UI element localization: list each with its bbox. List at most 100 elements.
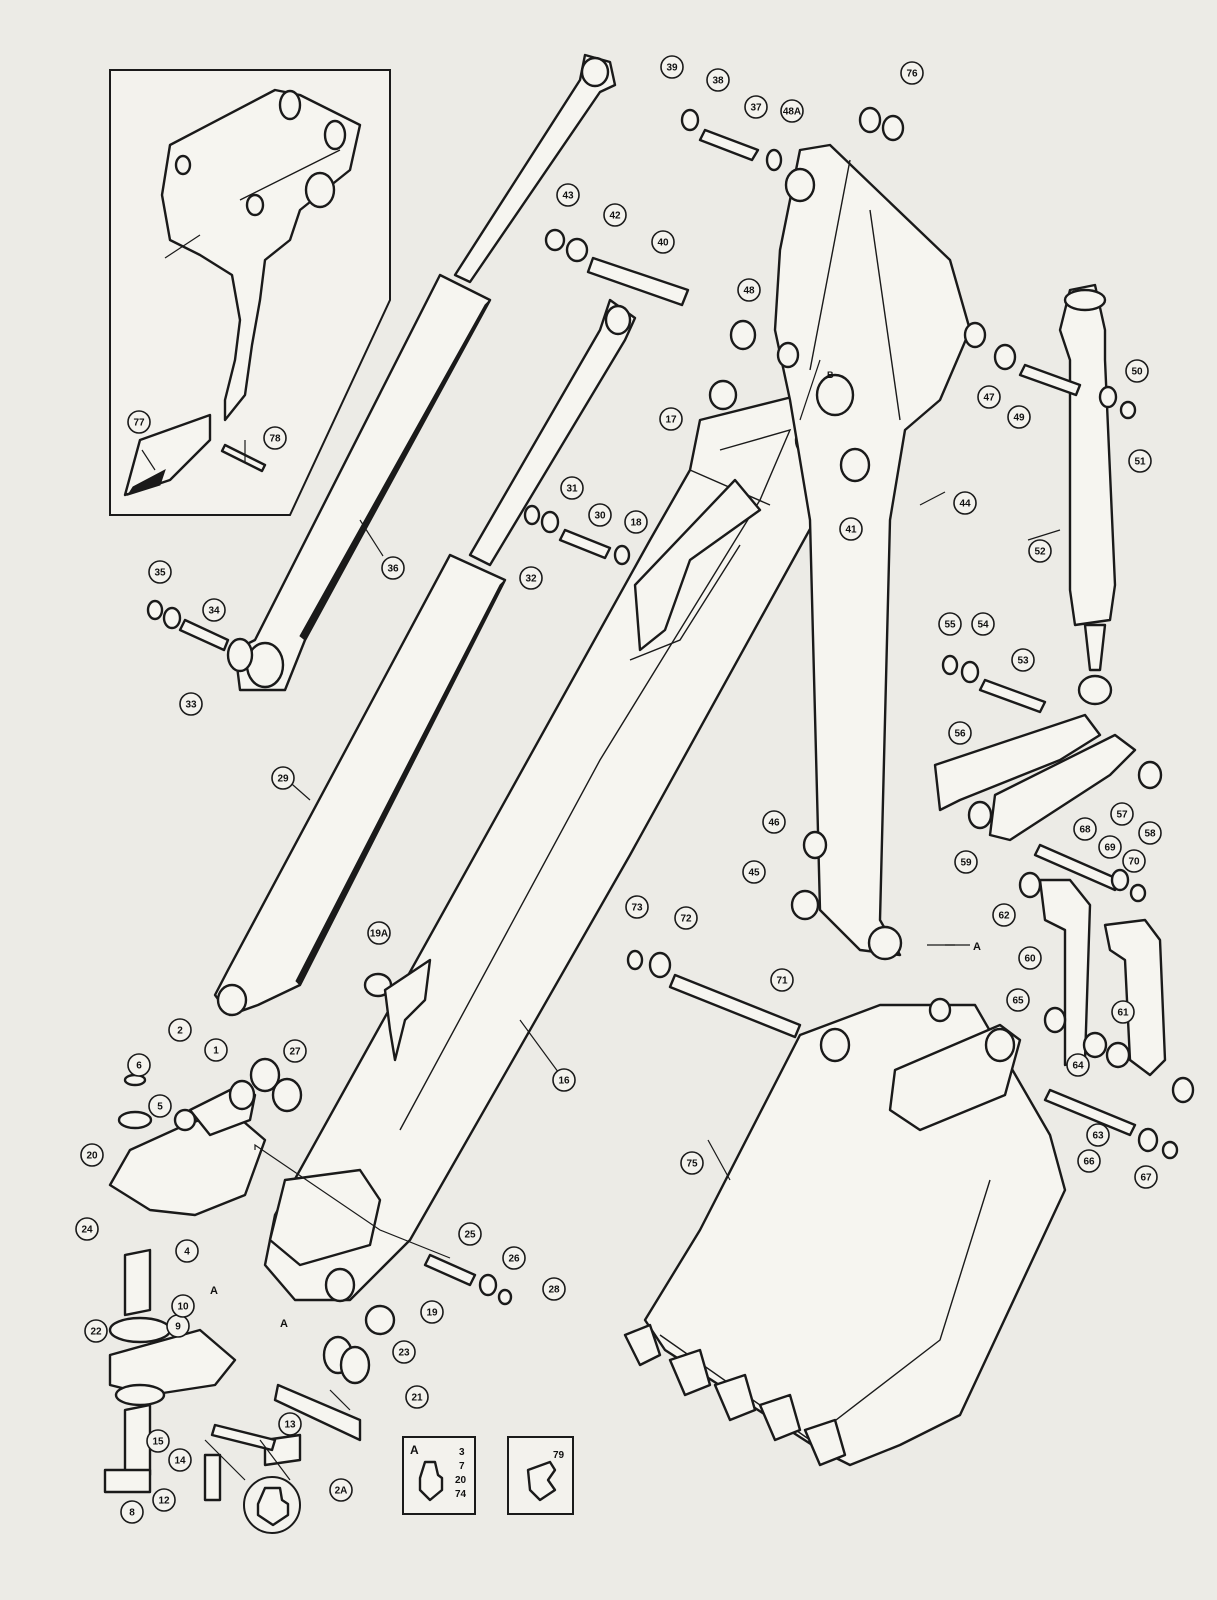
callout-31: 31 (560, 476, 584, 500)
callout-30: 30 (588, 503, 612, 527)
callout-27: 27 (283, 1039, 307, 1063)
callout-label: 51 (1134, 457, 1146, 468)
callout-label: 1 (213, 1046, 219, 1057)
callout-16: 16 (552, 1068, 576, 1092)
callout-label: 68 (1079, 825, 1091, 836)
callout-circle (1006, 988, 1030, 1012)
callout-label: 38 (712, 76, 724, 87)
callout-label: 5 (157, 1102, 163, 1113)
callout-circle (171, 1294, 195, 1318)
tooth-assembly-inset (109, 69, 391, 516)
callout-label: 37 (750, 103, 762, 114)
callout-2: 2 (168, 1018, 192, 1042)
callout-circle (552, 1068, 576, 1092)
callout-label: 2 (177, 1026, 183, 1037)
callout-circle (392, 1340, 416, 1364)
callout-63: 63 (1086, 1123, 1110, 1147)
callout-label: 77 (133, 418, 145, 429)
callout-circle (381, 556, 405, 580)
callout-1: 1 (204, 1038, 228, 1062)
callout-52: 52 (1028, 539, 1052, 563)
callout-label: 45 (748, 868, 760, 879)
callout-label: 23 (398, 1348, 410, 1359)
bucket-ram (1058, 283, 1117, 706)
marker-a-kingpost: A (210, 1285, 218, 1297)
callout-circle (367, 921, 391, 945)
callout-circle (938, 612, 962, 636)
callout-label: 67 (1140, 1173, 1152, 1184)
callout-label: 49 (1013, 413, 1025, 424)
callout-circle (1073, 817, 1097, 841)
legend-a-num-1: 3 (459, 1447, 465, 1458)
bucket-links (933, 713, 1167, 1077)
callout-circle (977, 385, 1001, 409)
callout-circle (1125, 359, 1149, 383)
callout-label: 15 (152, 1437, 164, 1448)
callout-label: 75 (686, 1159, 698, 1170)
callout-label: 9 (175, 1322, 181, 1333)
callout-62: 62 (992, 903, 1016, 927)
callout-29: 29 (271, 766, 295, 790)
callout-label: 29 (277, 774, 289, 785)
callout-circle (1018, 946, 1042, 970)
callout-label: 61 (1117, 1008, 1129, 1019)
callout-circle (202, 598, 226, 622)
callout-65: 65 (1006, 988, 1030, 1012)
callout-47: 47 (977, 385, 1001, 409)
callout-circle (148, 560, 172, 584)
callout-33: 33 (179, 692, 203, 716)
callout-label: 34 (208, 606, 220, 617)
callout-circle (839, 517, 863, 541)
callout-label: 59 (960, 858, 972, 869)
callout-2a: 2A (329, 1478, 353, 1502)
callout-label: 70 (1128, 857, 1140, 868)
callout-73: 73 (625, 895, 649, 919)
callout-21: 21 (405, 1385, 429, 1409)
callout-label: 48A (783, 107, 801, 118)
legend-a-num-4: 74 (455, 1489, 467, 1500)
callout-label: 72 (680, 914, 692, 925)
callout-57: 57 (1110, 802, 1134, 826)
callout-circle (179, 692, 203, 716)
callout-circle (674, 906, 698, 930)
callout-circle (168, 1448, 192, 1472)
callout-64: 64 (1066, 1053, 1090, 1077)
callout-circle (770, 968, 794, 992)
callout-55: 55 (938, 612, 962, 636)
callout-circle (992, 903, 1016, 927)
callout-circle (75, 1217, 99, 1241)
callout-label: 33 (185, 700, 197, 711)
callout-label: 40 (657, 238, 669, 249)
callout-label: 8 (129, 1508, 135, 1519)
callout-label: 22 (90, 1327, 102, 1338)
callout-label: 39 (666, 63, 678, 74)
callout-circle (120, 1500, 144, 1524)
callout-label: 16 (558, 1076, 570, 1087)
callout-label: 20 (86, 1151, 98, 1162)
callout-67: 67 (1134, 1165, 1158, 1189)
marker-a-arm: A (280, 1318, 288, 1330)
callout-label: 12 (158, 1496, 170, 1507)
callout-label: 36 (387, 564, 399, 575)
callout-53: 53 (1011, 648, 1035, 672)
callout-35: 35 (148, 560, 172, 584)
callout-circle (780, 99, 804, 123)
callout-19a: 19A (367, 921, 391, 945)
callout-42: 42 (603, 203, 627, 227)
callout-71: 71 (770, 968, 794, 992)
callout-label: 30 (594, 511, 606, 522)
callout-label: 76 (906, 69, 918, 80)
callout-circle (1128, 449, 1152, 473)
callout-circle (458, 1222, 482, 1246)
callout-circle (1066, 1053, 1090, 1077)
callout-circle (603, 203, 627, 227)
callout-5: 5 (148, 1094, 172, 1118)
callout-28: 28 (542, 1277, 566, 1301)
callout-circle (1007, 405, 1031, 429)
callout-19: 19 (420, 1300, 444, 1324)
callout-circle (405, 1385, 429, 1409)
callout-12: 12 (152, 1488, 176, 1512)
callout-60: 60 (1018, 946, 1042, 970)
grease-legend: A 3 7 20 74 79 (204, 1436, 574, 1534)
